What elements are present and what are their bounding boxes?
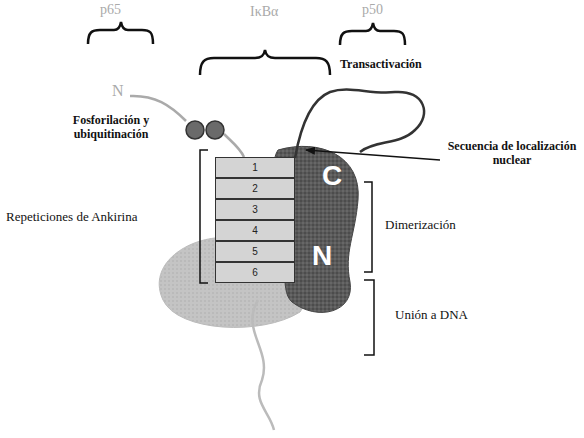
repeat-number: 3 <box>252 204 258 215</box>
label: N <box>112 82 124 100</box>
repeat-number: 5 <box>252 246 258 257</box>
ankyrin-repeat: 6 <box>215 262 295 283</box>
repeat-number: 6 <box>252 267 258 278</box>
repeat-number: 4 <box>252 225 258 236</box>
brace <box>340 23 405 45</box>
label: Unión a DNA <box>395 308 468 323</box>
p65-domain <box>159 238 305 327</box>
label: p65 <box>100 2 121 18</box>
label: N <box>312 240 332 272</box>
bracket <box>200 150 208 283</box>
bracket <box>364 280 374 355</box>
phospho-site <box>206 121 224 139</box>
ankyrin-repeat: 4 <box>215 220 295 241</box>
tail <box>252 300 274 430</box>
transactivation-tail <box>295 89 424 158</box>
label: Repeticiones de Ankirina <box>6 210 137 225</box>
brace <box>200 50 330 75</box>
repeat-number: 2 <box>252 183 258 194</box>
label: Transactivación <box>340 58 422 72</box>
label: Secuencia de localización nuclear <box>443 140 581 168</box>
ankyrin-repeat: 2 <box>215 178 295 199</box>
label: Dimerización <box>385 218 456 233</box>
label: IκBα <box>250 4 278 20</box>
brace <box>88 22 153 44</box>
label: Fosforilación y ubiquitinación <box>40 114 182 142</box>
ankyrin-repeat: 1 <box>215 157 295 178</box>
ankyrin-repeat: 3 <box>215 199 295 220</box>
bracket <box>364 182 372 272</box>
label: p50 <box>362 2 383 18</box>
repeat-number: 1 <box>252 162 258 173</box>
phospho-site <box>186 121 204 139</box>
label: C <box>322 160 342 192</box>
ankyrin-repeat: 5 <box>215 241 295 262</box>
leader-arrow <box>306 150 440 160</box>
